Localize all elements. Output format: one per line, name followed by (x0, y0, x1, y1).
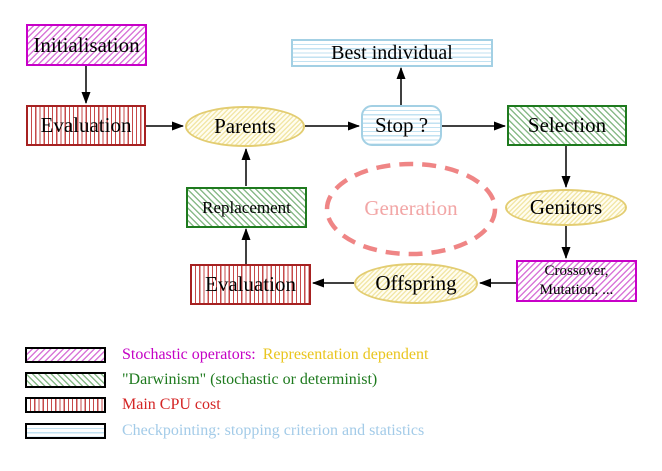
legend-swatch-cpu-cost (25, 397, 106, 413)
node-parents-label: Parents (214, 114, 276, 139)
node-offspring-label: Offspring (375, 271, 457, 296)
node-best-individual-label: Best individual (331, 41, 453, 64)
node-crossover-line1: Crossover, (544, 263, 609, 280)
legend-row-darwinism: "Darwinism" (stochastic or determinist) (25, 371, 377, 389)
legend-label-darwinism: "Darwinism" (stochastic or determinist) (122, 371, 378, 388)
node-evaluation-top-label: Evaluation (40, 113, 132, 138)
generation-label: Generation (364, 196, 458, 220)
node-crossover-mutation: Crossover, Mutation, ... (516, 260, 637, 302)
legend-label-stochastic: Stochastic operators: Representation depe… (122, 346, 428, 364)
legend-row-stochastic: Stochastic operators: Representation depe… (25, 346, 428, 364)
node-selection-label: Selection (527, 113, 607, 138)
legend-label-stochastic-extra: Representation dependent (262, 346, 429, 363)
node-replacement: Replacement (186, 187, 307, 228)
node-initialisation: Initialisation (26, 24, 147, 66)
node-genitors: Genitors (505, 189, 627, 226)
node-offspring: Offspring (354, 263, 478, 304)
node-stop-label: Stop ? (374, 113, 429, 138)
node-evaluation-bottom-label: Evaluation (205, 272, 296, 297)
node-evaluation-bottom: Evaluation (190, 264, 311, 305)
node-selection: Selection (507, 105, 627, 146)
node-parents: Parents (185, 106, 305, 147)
legend-label-checkpointing: Checkpointing: stopping criterion and st… (122, 422, 425, 439)
generation-loop-ellipse (324, 161, 498, 257)
node-genitors-label: Genitors (529, 195, 603, 220)
legend-label-cpu-cost: Main CPU cost (122, 396, 221, 413)
node-initialisation-label: Initialisation (33, 32, 140, 57)
node-replacement-label: Replacement (202, 197, 291, 217)
legend-swatch-checkpointing (25, 423, 106, 439)
node-crossover-line2: Mutation, ... (539, 282, 614, 298)
node-evaluation-top: Evaluation (26, 105, 146, 146)
node-best-individual: Best individual (291, 39, 493, 67)
node-stop: Stop ? (361, 105, 442, 146)
legend-swatch-stochastic (25, 347, 106, 363)
legend-row-cpu-cost: Main CPU cost (25, 396, 221, 414)
legend-row-checkpointing: Checkpointing: stopping criterion and st… (25, 422, 424, 440)
legend-swatch-darwinism (25, 372, 106, 388)
legend-label-stochastic-main: Stochastic operators: (122, 346, 256, 363)
